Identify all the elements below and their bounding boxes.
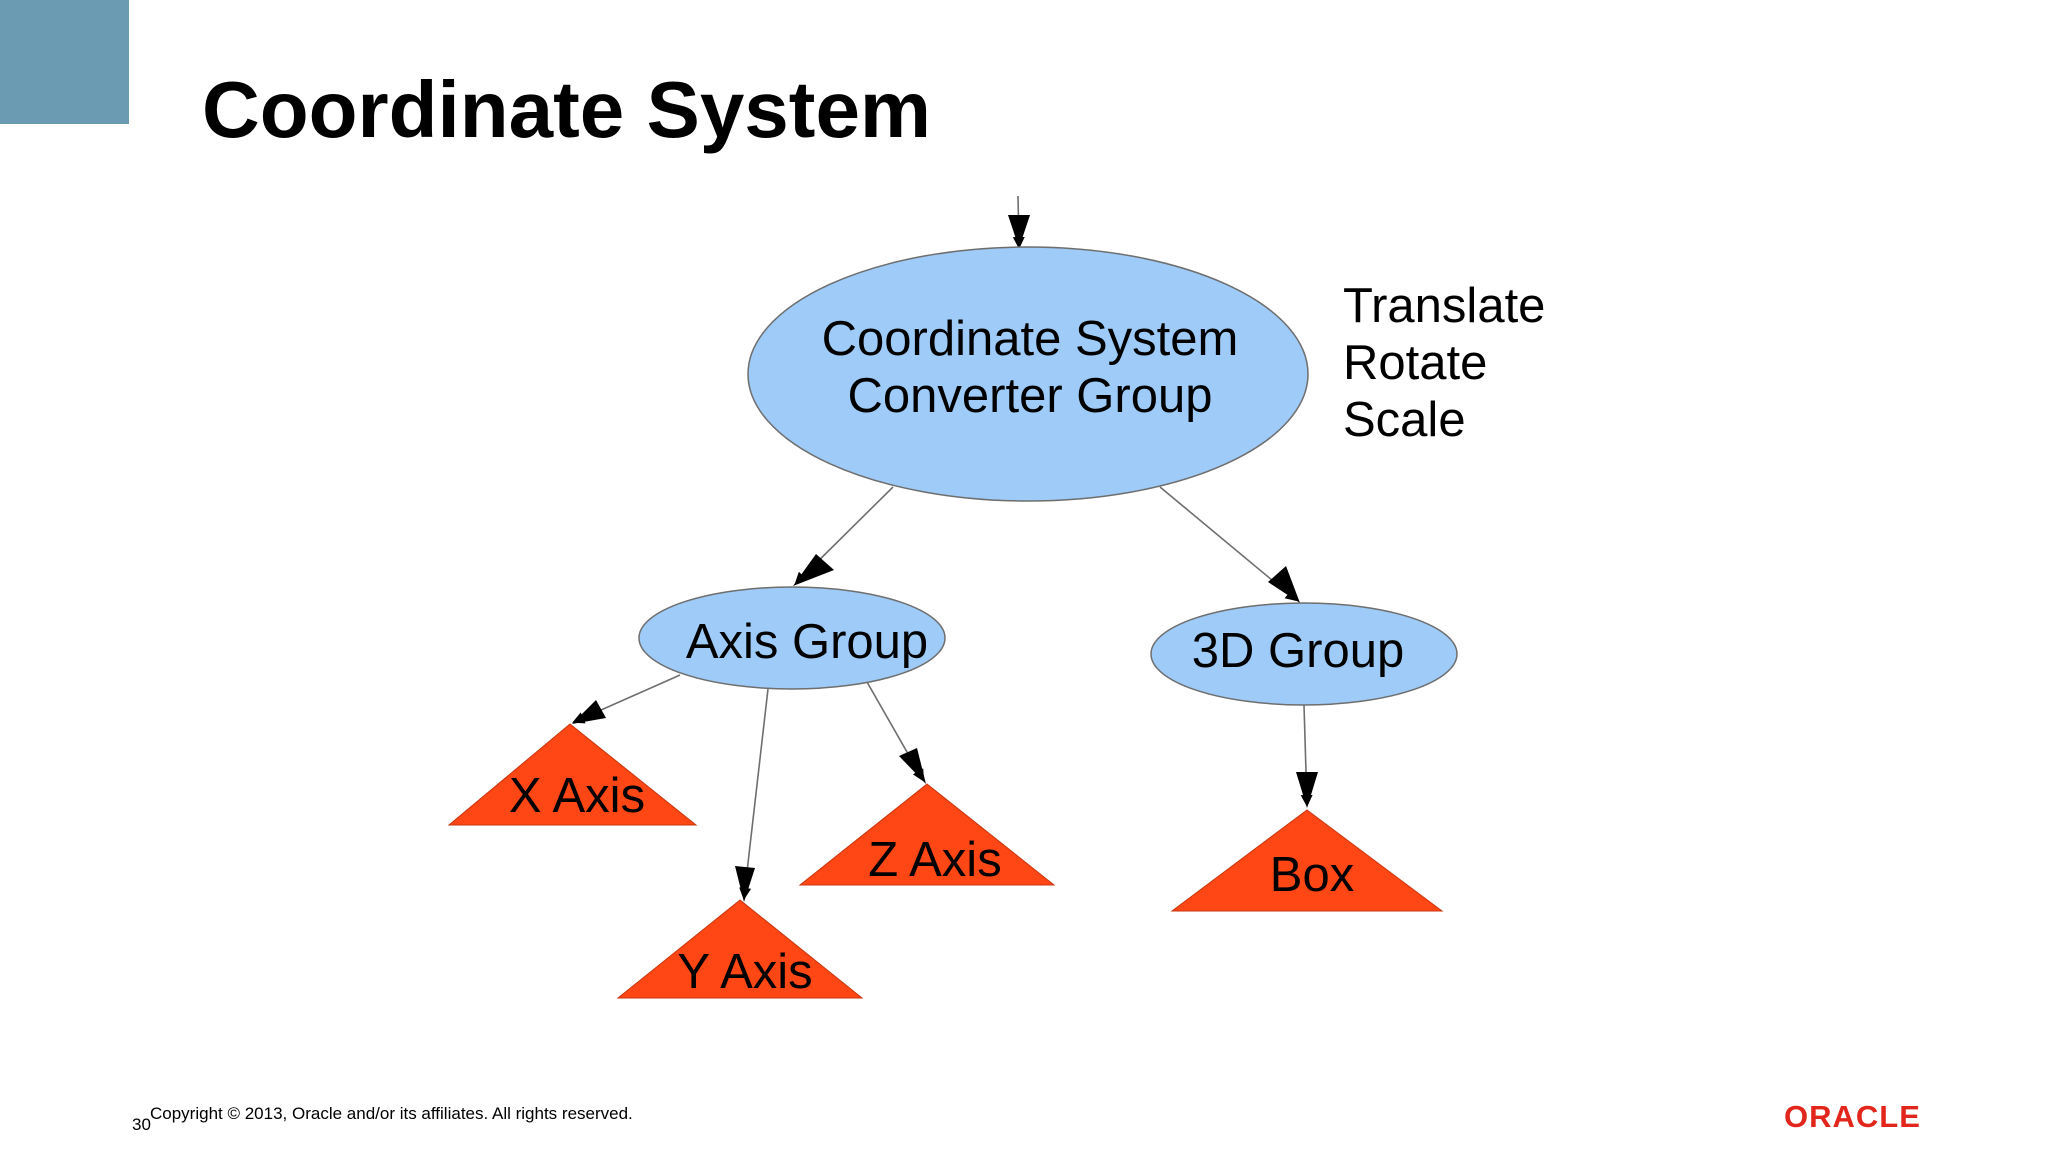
arrowhead-y-axis xyxy=(735,866,755,902)
node-3d-group: 3D Group xyxy=(1150,602,1458,706)
oracle-logo-text: ORACLE xyxy=(1784,1099,1921,1132)
leaf-x-axis: X Axis xyxy=(447,723,698,826)
z-axis-label: Z Axis xyxy=(868,833,1001,887)
arrowhead-3d-group xyxy=(1268,566,1300,603)
page-number: 30 xyxy=(132,1115,151,1134)
page-title: Coordinate System xyxy=(202,65,932,154)
arrowhead-axis-group xyxy=(793,554,834,586)
arrowhead-z-axis xyxy=(899,748,926,784)
arrowhead-box xyxy=(1296,772,1318,808)
transform-scale: Scale xyxy=(1343,393,1466,447)
arrowheads xyxy=(572,215,1318,902)
root-node-label-line1: Coordinate System xyxy=(822,312,1239,366)
x-axis-label: X Axis xyxy=(509,769,645,823)
transform-translate: Translate xyxy=(1343,279,1546,333)
accent-square xyxy=(0,0,129,124)
arrowhead-entry xyxy=(1008,215,1030,248)
edge-axis-group-to-y-axis xyxy=(739,688,769,900)
leaf-z-axis: Z Axis xyxy=(798,783,1056,887)
leaf-y-axis: Y Axis xyxy=(616,899,864,999)
leaf-box: Box xyxy=(1170,809,1444,912)
root-node-label-line2: Converter Group xyxy=(848,369,1213,423)
oracle-logo: ORACLE xyxy=(1784,1099,1921,1132)
3d-group-label: 3D Group xyxy=(1192,624,1404,678)
y-axis-label: Y Axis xyxy=(677,945,812,999)
box-label: Box xyxy=(1270,848,1354,902)
axis-group-label: Axis Group xyxy=(686,615,928,669)
transform-list: Translate Rotate Scale xyxy=(1343,278,1545,449)
copyright-notice: Copyright © 2013, Oracle and/or its affi… xyxy=(150,1104,633,1123)
transform-rotate: Rotate xyxy=(1343,336,1488,390)
arrowhead-x-axis xyxy=(572,700,606,724)
node-coordinate-system-converter-group: Coordinate System Converter Group xyxy=(747,246,1309,502)
node-axis-group: Axis Group xyxy=(638,586,946,690)
